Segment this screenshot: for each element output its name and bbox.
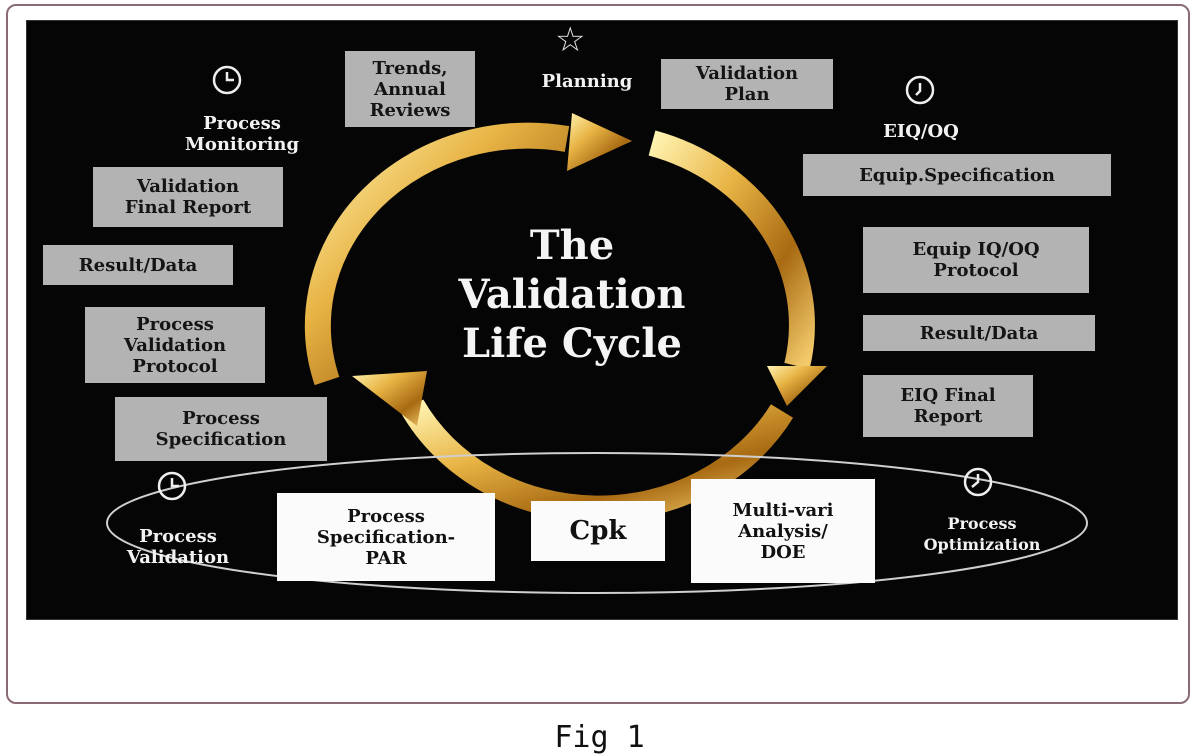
box-line: Report <box>913 406 983 427</box>
cycle-arrowhead-top <box>567 113 632 171</box>
equip-specification-box: Equip.Specification <box>803 154 1111 196</box>
box-line: Plan <box>724 84 770 105</box>
clock-icon <box>905 75 935 105</box>
box-line: PAR <box>365 547 407 569</box>
process-optimization-label: Process Optimization <box>907 513 1057 555</box>
title-line: The <box>529 222 615 269</box>
planning-label: Planning <box>541 71 633 92</box>
box-line: Process <box>182 408 260 429</box>
eiq-final-report-box: EIQ Final Report <box>863 375 1033 437</box>
title-line: Life Cycle <box>462 320 682 367</box>
box-line: Protocol <box>933 260 1019 281</box>
specification-par-box: Process Specification- PAR <box>277 493 495 581</box>
clock-icon <box>963 467 993 497</box>
clock-icon <box>212 65 242 95</box>
box-line: Validation <box>123 334 227 356</box>
box-line: Multi-vari <box>732 499 834 521</box>
box-line: Trends, <box>372 57 448 79</box>
validation-final-report-box: Validation Final Report <box>93 167 283 227</box>
diagram-title: The Validation Life Cycle <box>422 221 722 368</box>
box-line: Annual <box>374 78 446 100</box>
label-line: Monitoring <box>184 134 300 155</box>
box-line: Reviews <box>369 99 451 121</box>
box-line: Analysis/ <box>738 520 828 542</box>
equip-protocol-box: Equip IQ/OQ Protocol <box>863 227 1089 293</box>
box-line: Equip IQ/OQ <box>912 239 1040 260</box>
box-line: Specification- <box>316 526 456 548</box>
star-icon: ☆ <box>555 20 586 60</box>
cycle-arrow-left <box>304 122 570 386</box>
box-line: Final Report <box>124 197 252 218</box>
result-data-box-right: Result/Data <box>863 315 1095 351</box>
cycle-arrowhead-right <box>767 366 827 406</box>
label-line: Process <box>947 514 1017 533</box>
box-line: Process <box>347 505 425 527</box>
process-validation-label: Process Validation <box>103 526 253 568</box>
result-data-box-left: Result/Data <box>43 245 233 285</box>
label-line: Process <box>139 526 217 547</box>
multivari-box: Multi-vari Analysis/ DOE <box>691 479 875 583</box>
process-monitoring-label: Process Monitoring <box>167 113 317 155</box>
process-validation-protocol-box: Process Validation Protocol <box>85 307 265 383</box>
box-line: Process <box>136 313 214 335</box>
cycle-arrow-right <box>648 130 815 370</box>
clock-icon <box>157 471 187 501</box>
box-line: Specification <box>155 429 287 450</box>
validation-plan-box: Validation Plan <box>661 59 833 109</box>
label-line: Optimization <box>923 535 1041 554</box>
optimization-ellipse <box>106 452 1088 594</box>
eiq-oq-label: EIQ/OQ <box>883 121 959 142</box>
box-line: Validation <box>136 176 240 197</box>
trends-box: Trends, Annual Reviews <box>345 51 475 127</box>
cycle-arrowhead-bottom <box>352 371 427 426</box>
figure-caption: Fig 1 <box>554 720 645 755</box>
box-line: DOE <box>760 541 806 563</box>
label-line: Validation <box>126 547 230 568</box>
diagram-panel: The Validation Life Cycle ☆ Planning Tre… <box>26 20 1178 620</box>
box-line: Protocol <box>132 355 218 377</box>
box-line: EIQ Final <box>900 385 996 406</box>
title-line: Validation <box>458 271 686 318</box>
cpk-box: Cpk <box>531 501 665 561</box>
box-line: Validation <box>695 63 799 84</box>
label-line: Process <box>203 113 281 134</box>
process-specification-box: Process Specification <box>115 397 327 461</box>
